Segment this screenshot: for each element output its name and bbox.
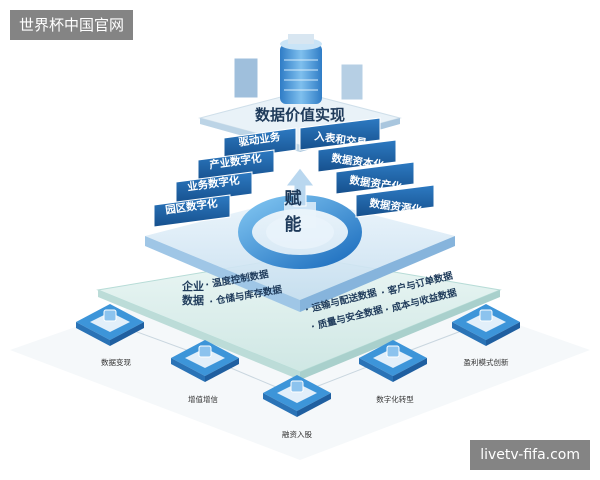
node-label-2: 融资入股	[282, 429, 312, 439]
node-icon	[104, 310, 116, 321]
server-icon	[234, 34, 363, 104]
node-label-1: 增值增信	[188, 394, 218, 404]
peak-title: 数据价值实现	[255, 106, 345, 124]
empower-char-2: 能	[285, 214, 302, 235]
node-icon	[291, 381, 303, 392]
empower-char-1: 赋	[285, 188, 302, 209]
node-label-4: 盈利模式创新	[464, 357, 509, 367]
node-icon	[387, 346, 399, 357]
node-label-3: 数字化转型	[376, 394, 414, 404]
node-label-0: 数据变现	[101, 357, 131, 367]
watermark-top: 世界杯中国官网	[10, 10, 133, 40]
watermark-bottom: livetv-fifa.com	[470, 440, 590, 470]
node-icon	[199, 346, 211, 357]
node-icon	[480, 310, 492, 321]
